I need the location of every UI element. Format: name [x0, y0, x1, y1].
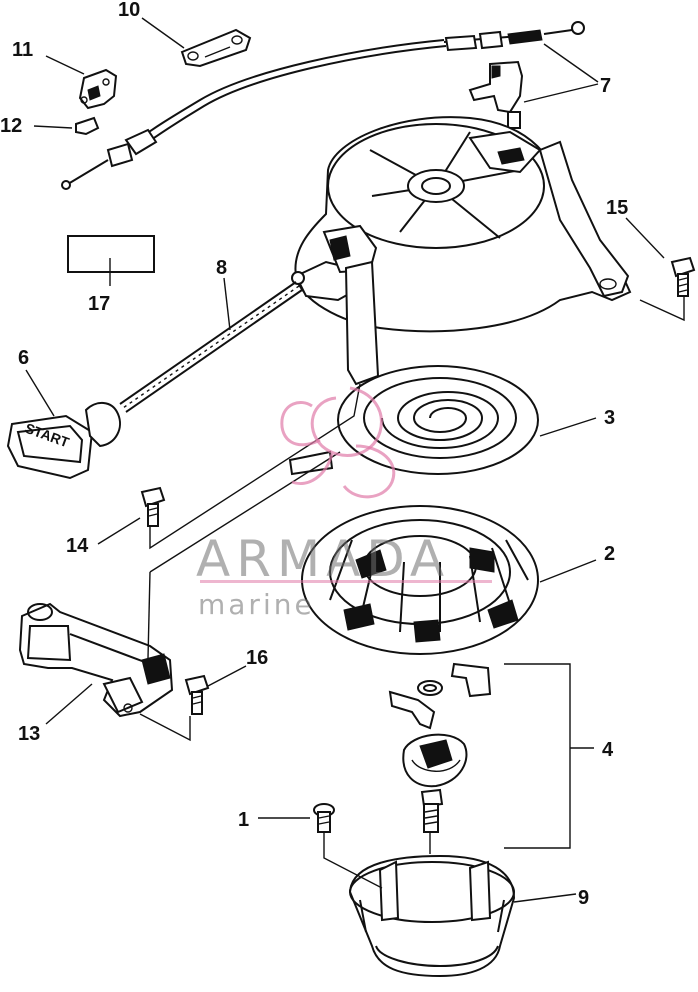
part-4-pawl-assembly [388, 662, 492, 833]
callout-2: 2 [604, 543, 615, 565]
starter-housing [291, 116, 632, 386]
part-6-start-handle: START [6, 402, 121, 480]
callout-12: 12 [0, 115, 22, 137]
leader-lines [25, 17, 665, 903]
callout-11: 11 [12, 39, 33, 61]
callout-numbers: 10 11 12 7 15 8 17 6 3 14 2 16 13 4 1 9 [0, 0, 628, 909]
part-16-bolt [184, 674, 210, 715]
callout-6: 6 [18, 347, 29, 369]
callout-9: 9 [578, 887, 589, 909]
part-9-starter-cup [348, 854, 516, 978]
part-12-clip [75, 116, 100, 136]
part-14-bolt [140, 486, 166, 527]
callout-14: 14 [66, 535, 89, 557]
part-1-screw [313, 803, 335, 833]
assembly-guide-lines [139, 296, 685, 889]
part-15-bolt [670, 256, 696, 297]
part-3-recoil-spring [288, 365, 539, 476]
callout-8: 8 [216, 257, 227, 279]
watermark-swirl-logo [280, 386, 396, 499]
callout-13: 13 [18, 723, 40, 745]
watermark-underline [200, 580, 492, 583]
armada-marine-watermark: ARMADA marine [196, 386, 492, 621]
callout-10: 10 [118, 0, 140, 21]
throttle-cable [61, 39, 447, 190]
watermark-brand: ARMADA [196, 530, 450, 588]
part-8-starter-rope [119, 281, 303, 413]
callout-15: 15 [606, 197, 628, 219]
part-10-cable-clamp-plate [180, 28, 252, 68]
callout-16: 16 [246, 647, 268, 669]
callout-7: 7 [600, 75, 611, 97]
part-17-decal [67, 235, 155, 273]
callout-3: 3 [604, 407, 615, 429]
part-7-cable-end-fittings [443, 21, 585, 129]
part-11-cable-bracket [78, 68, 118, 110]
callout-4: 4 [602, 739, 614, 761]
callout-17: 17 [88, 293, 110, 315]
part-13-neutral-lockout-bracket [18, 602, 174, 718]
watermark-tagline: marine [198, 588, 315, 621]
callout-1: 1 [238, 809, 249, 831]
